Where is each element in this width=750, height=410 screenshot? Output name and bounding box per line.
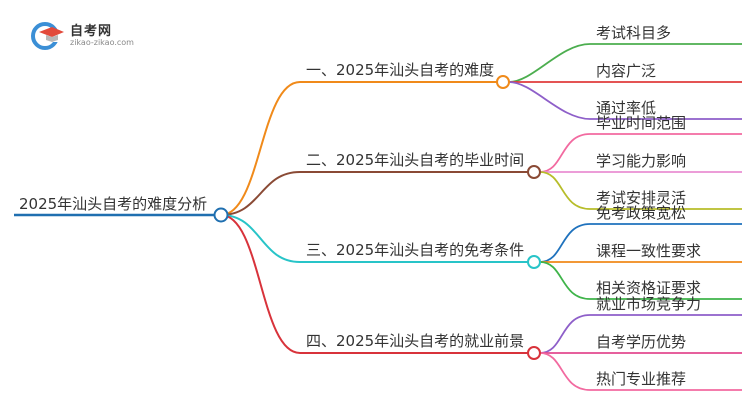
- site-logo[interactable]: 自考网 zikao-zikao.com: [30, 18, 140, 54]
- child-label[interactable]: 免考政策宽松: [596, 204, 686, 222]
- child-label[interactable]: 通过率低: [596, 99, 656, 117]
- branch-label[interactable]: 二、2025年汕头自考的毕业时间: [306, 151, 524, 169]
- branch-connector: [220, 171, 528, 216]
- logo-subtitle: zikao-zikao.com: [70, 38, 134, 47]
- root-label[interactable]: 2025年汕头自考的难度分析: [19, 195, 207, 213]
- child-label[interactable]: 毕业时间范围: [596, 114, 686, 132]
- branch-label[interactable]: 四、2025年汕头自考的就业前景: [306, 332, 524, 350]
- child-connector: [539, 352, 742, 391]
- child-label[interactable]: 热门专业推荐: [596, 370, 686, 388]
- child-label[interactable]: 课程一致性要求: [596, 242, 701, 260]
- child-connector: [539, 133, 742, 173]
- child-connector: [539, 261, 742, 300]
- child-label[interactable]: 相关资格证要求: [596, 279, 701, 297]
- child-label[interactable]: 考试安排灵活: [596, 189, 686, 207]
- branch-node[interactable]: [496, 75, 510, 89]
- branch-node[interactable]: [527, 255, 541, 269]
- child-label[interactable]: 内容广泛: [596, 62, 656, 80]
- child-label[interactable]: 自考学历优势: [596, 333, 686, 351]
- child-connector: [508, 81, 742, 120]
- branch-connector: [220, 81, 497, 216]
- child-connector: [508, 43, 742, 83]
- logo-graduation-cap-icon: [31, 22, 64, 50]
- root-node[interactable]: [213, 207, 229, 223]
- child-connector: [539, 223, 742, 263]
- child-label[interactable]: 考试科目多: [596, 24, 671, 42]
- child-connector: [539, 314, 742, 354]
- branch-connector: [220, 214, 528, 354]
- child-label[interactable]: 就业市场竞争力: [596, 295, 701, 313]
- child-connector: [539, 171, 742, 210]
- branch-label[interactable]: 一、2025年汕头自考的难度: [306, 61, 494, 79]
- branch-label[interactable]: 三、2025年汕头自考的免考条件: [306, 241, 524, 259]
- branch-connector: [220, 214, 528, 263]
- logo-title: 自考网: [70, 24, 113, 39]
- branch-node[interactable]: [527, 165, 541, 179]
- branch-node[interactable]: [527, 346, 541, 360]
- child-label[interactable]: 学习能力影响: [596, 152, 686, 170]
